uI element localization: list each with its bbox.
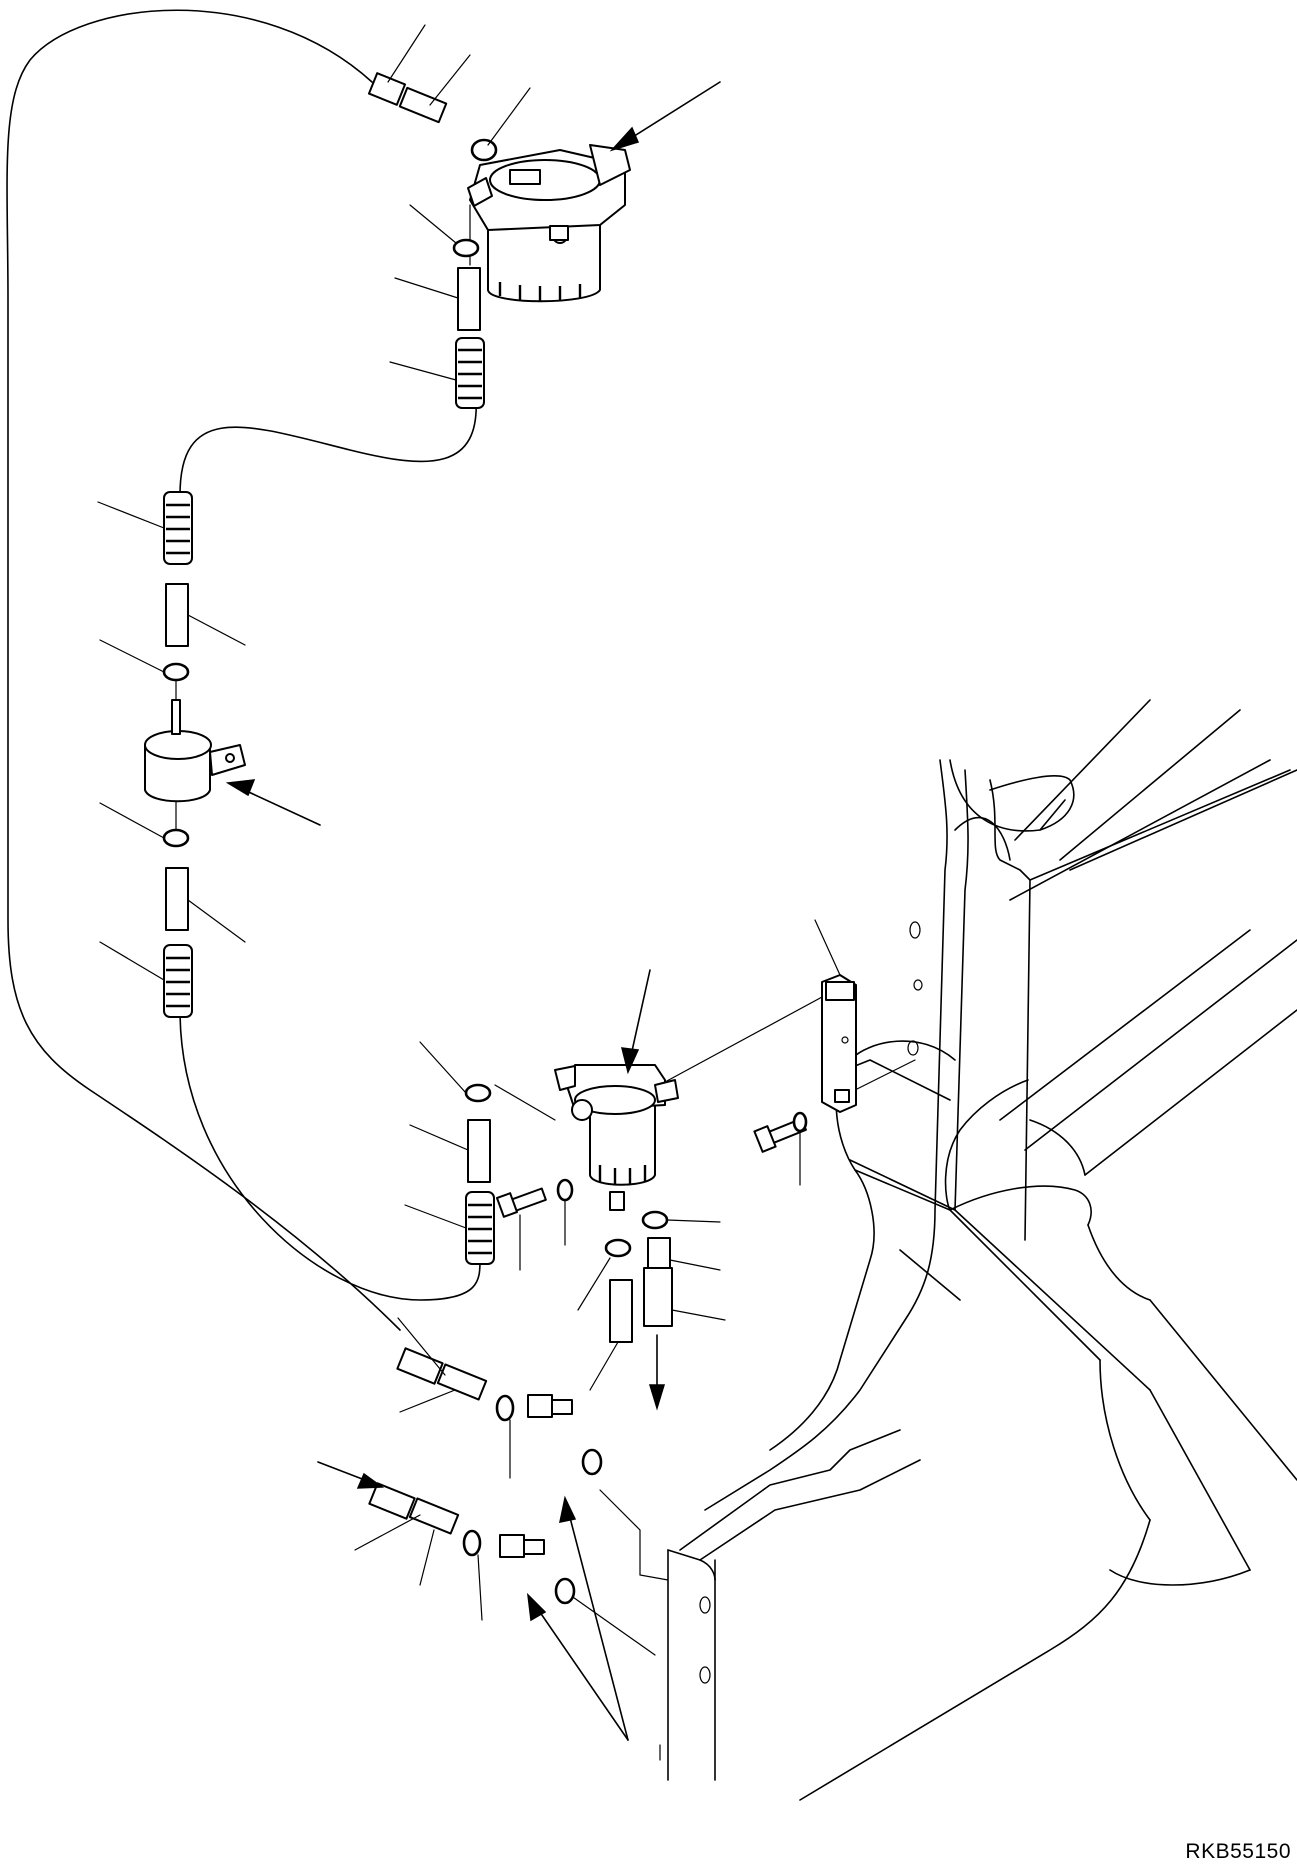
arrow-fuel-filter [619,81,721,146]
upper-hose-chain [367,72,498,409]
drawing-reference-code: RKB55150 [1185,1840,1291,1863]
separator-to-bracket-line [664,989,836,1083]
washer-lower-1 [581,1448,603,1476]
arrow-fuel-strainer [239,787,321,826]
clamp-lower-1 [495,1394,515,1422]
hose-mid-left [467,1119,491,1183]
separator-inlet-line [494,1084,556,1121]
hose-drain-2 [643,1267,673,1327]
arrow-connectors-1 [567,1509,629,1741]
spring-guard-mid [465,1191,495,1265]
return-hose-top [367,72,448,124]
hose-lower-2 [368,1482,460,1535]
clamp-drain-1 [641,1210,669,1230]
leader-lines [97,24,841,1621]
water-separator [554,1064,679,1211]
pointer-arrows [225,81,721,1761]
hose-short-filter-outlet [457,267,481,331]
machine-frame [667,699,1297,1801]
washer-to-frame-line [599,1489,669,1581]
spring-guard-top [455,337,485,409]
clamp-left-upper [162,662,190,682]
hose-left-upper [165,583,189,647]
middle-hose-chain [464,1083,673,1343]
hose-clamp-filter-outlet [452,238,480,258]
washer-lower-2 [554,1577,576,1605]
clamp-left-lower [162,828,190,848]
hose-clamp-top [470,138,498,162]
arrow-water-separator [629,969,651,1061]
connector-lower-2 [499,1534,545,1558]
spring-guard-left-upper [163,491,193,565]
upper-hose-loop [179,397,477,496]
lower-connectors [368,1347,603,1605]
fuel-strainer [144,699,246,803]
bolt-bracket [753,1111,808,1153]
hose-lower-1 [396,1347,488,1401]
arrow-connectors-2 [534,1604,629,1741]
mid-hose-loop [179,1009,481,1301]
mounting-bracket [821,974,857,1113]
washer-mid [556,1178,574,1202]
hose-drain-3 [609,1279,633,1343]
hose-left-lower [165,867,189,931]
clamp-lower-2 [462,1529,482,1557]
strainer-chain [144,491,246,1018]
connector-lower-1 [527,1394,573,1418]
fuel-filter-top [467,144,631,303]
spring-guard-left-lower [163,944,193,1018]
fuel-lines [6,9,916,1656]
long-return-line [6,9,401,1331]
clamp-drain-2 [604,1238,632,1258]
washer-to-frame-line-2 [569,1594,656,1656]
bolt-mid [496,1187,547,1218]
clamp-mid-left [464,1083,492,1103]
